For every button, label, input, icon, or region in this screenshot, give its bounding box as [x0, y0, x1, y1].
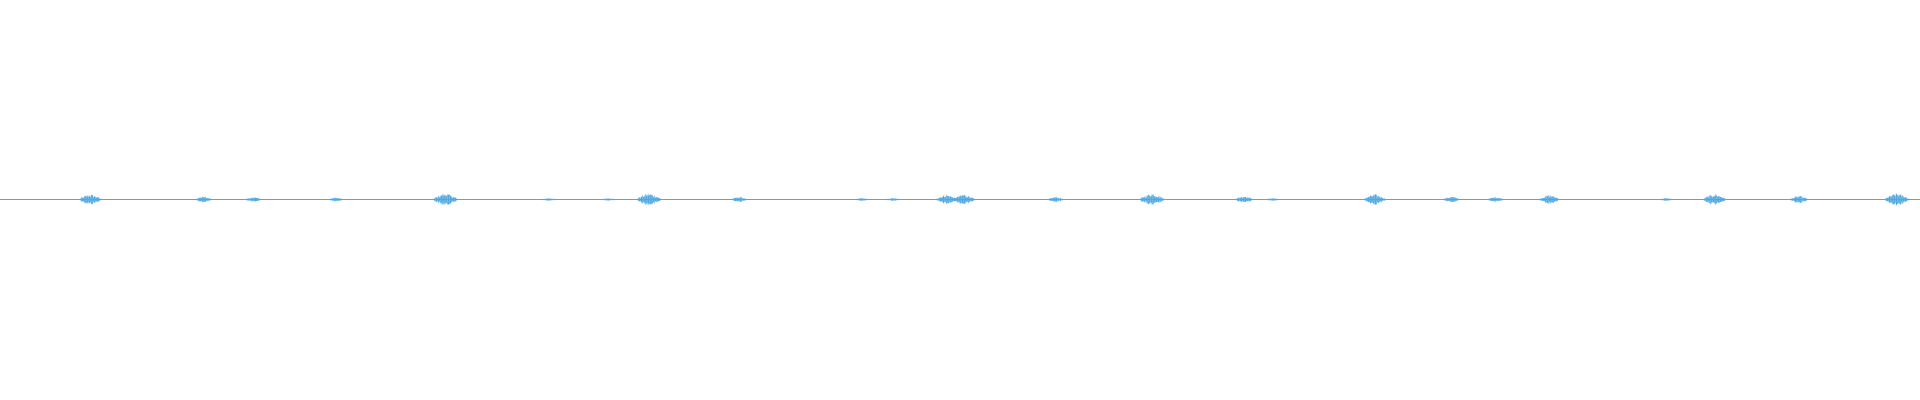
- waveform-burst: [1789, 195, 1809, 204]
- waveform-burst: [952, 194, 975, 205]
- waveform-burst: [855, 198, 869, 201]
- waveform-burst: [542, 198, 556, 201]
- waveform-burst: [1266, 198, 1280, 201]
- waveform-burst: [328, 197, 343, 202]
- waveform-burst: [1487, 196, 1504, 203]
- waveform-burst: [195, 196, 212, 203]
- waveform-burst: [1884, 193, 1910, 206]
- waveform-burst: [1235, 196, 1254, 203]
- waveform-bursts: [79, 193, 1910, 206]
- waveform-burst: [602, 198, 615, 201]
- waveform-burst: [731, 197, 747, 202]
- waveform-burst: [636, 193, 662, 206]
- waveform-burst: [433, 194, 458, 205]
- waveform-burst: [1048, 196, 1064, 203]
- waveform-burst: [1139, 194, 1165, 205]
- waveform-burst: [1363, 194, 1386, 205]
- waveform-burst: [79, 194, 101, 205]
- waveform-burst: [1660, 198, 1673, 201]
- waveform-burst: [1539, 195, 1560, 204]
- waveform-burst: [886, 198, 900, 201]
- waveform-burst: [1703, 194, 1727, 205]
- waveform-burst: [245, 197, 261, 202]
- waveform-burst: [1443, 196, 1460, 203]
